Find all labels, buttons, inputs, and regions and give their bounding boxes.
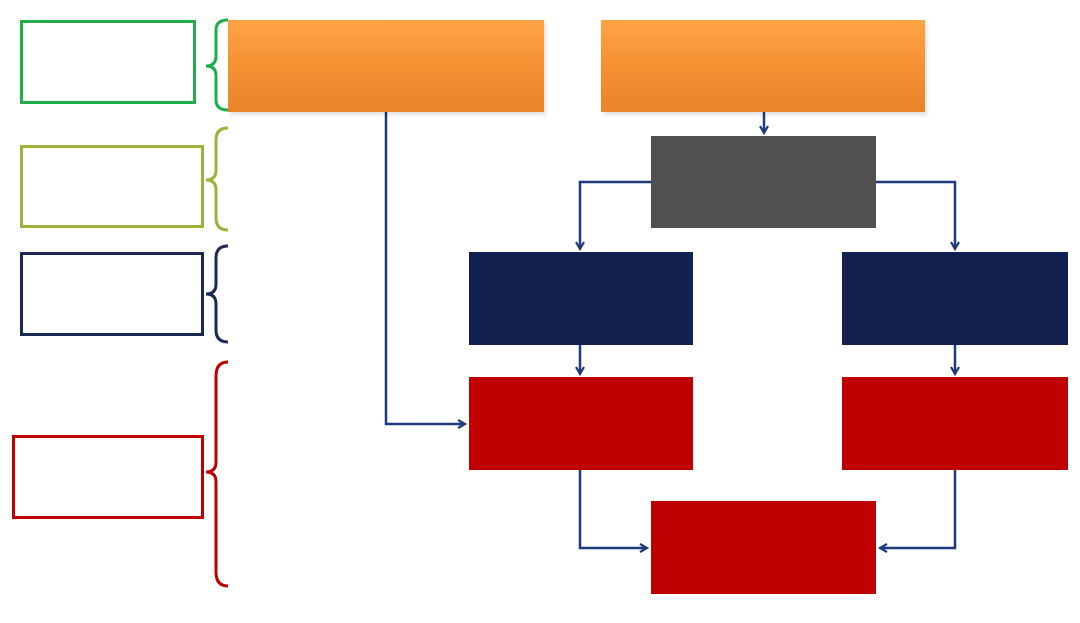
legend-box-navy bbox=[20, 252, 204, 336]
brace-navy bbox=[205, 244, 229, 344]
connector-gray-to-navyright bbox=[876, 180, 955, 249]
legend-box-olive bbox=[20, 145, 204, 228]
node-red-right bbox=[842, 377, 1068, 470]
connector-topleft-to-redleft bbox=[384, 112, 465, 424]
node-navy-right bbox=[842, 252, 1068, 345]
brace-olive bbox=[205, 126, 229, 232]
node-gray-center bbox=[651, 136, 876, 228]
connector-redleft-to-redbottom bbox=[578, 470, 647, 548]
node-red-left bbox=[469, 377, 693, 470]
node-red-bottom bbox=[651, 501, 876, 594]
brace-red bbox=[205, 360, 229, 588]
legend-box-red bbox=[12, 435, 204, 519]
node-orange-right bbox=[601, 20, 925, 112]
connector-gray-to-navyleft bbox=[580, 180, 651, 249]
legend-box-green bbox=[20, 20, 196, 104]
brace-green bbox=[205, 18, 229, 112]
connector-redright-to-redbottom bbox=[880, 470, 957, 548]
node-orange-left bbox=[228, 20, 544, 112]
node-navy-left bbox=[469, 252, 693, 345]
